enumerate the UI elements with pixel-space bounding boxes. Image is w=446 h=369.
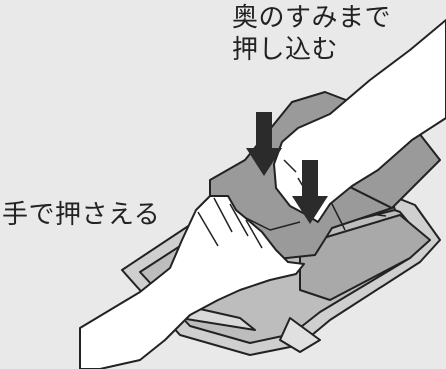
left-hand-arm xyxy=(79,195,305,369)
down-arrow-icon xyxy=(292,160,328,224)
hold-with-hand-label: 手で押さえる xyxy=(2,200,161,230)
push-into-corners-line2: 押し込む xyxy=(232,35,339,65)
push-into-corners-label: 奥のすみまで 押し込む xyxy=(232,2,391,66)
down-arrow-icon xyxy=(246,112,282,176)
push-into-corners-line1: 奥のすみまで xyxy=(232,3,392,33)
